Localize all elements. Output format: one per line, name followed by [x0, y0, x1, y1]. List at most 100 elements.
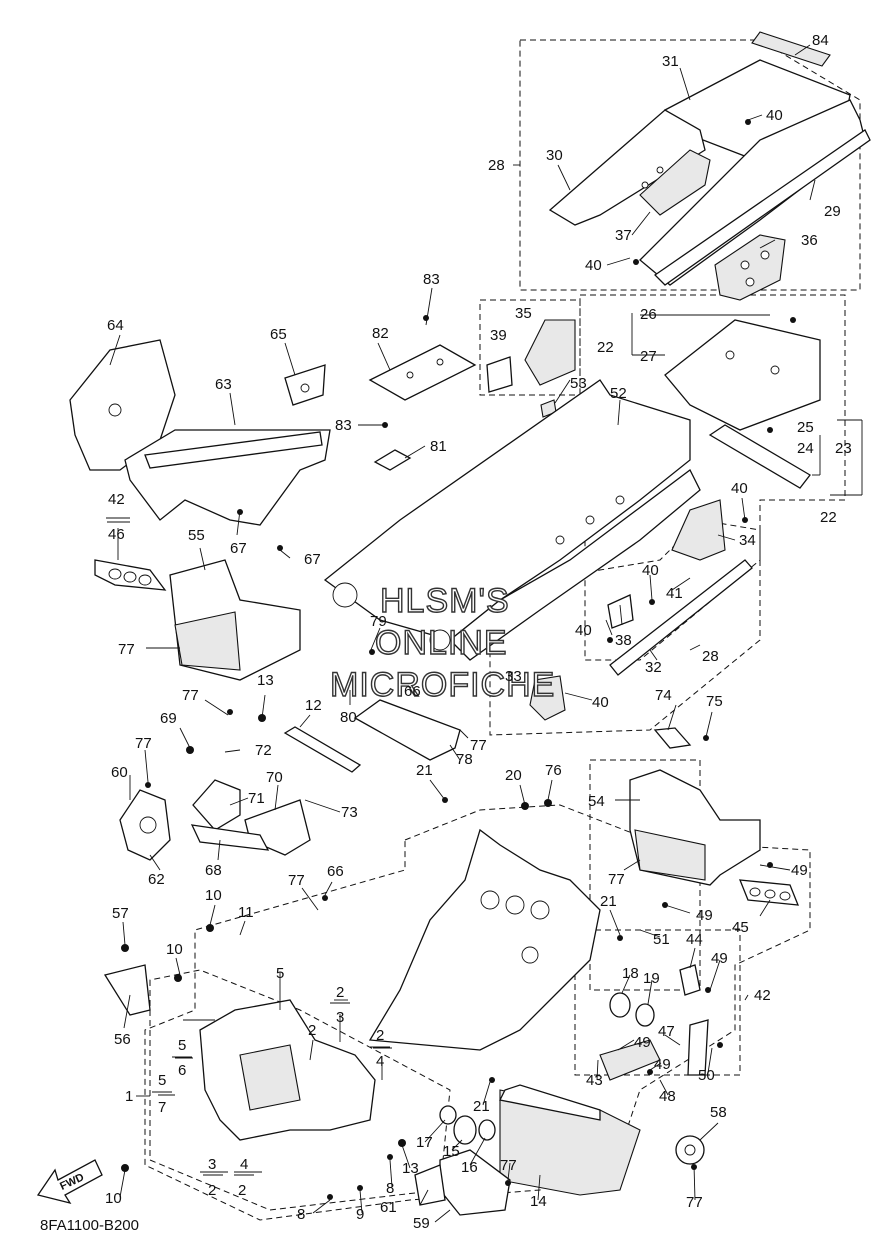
callout-70: 70 [266, 769, 283, 786]
callout-13: 13 [402, 1160, 419, 1177]
part-47-plate [599, 1039, 661, 1081]
callout-13: 13 [257, 672, 274, 689]
callout-8: 8 [386, 1180, 394, 1197]
part-39-plate [486, 356, 513, 393]
callout-62: 62 [148, 871, 165, 888]
callout-58: 58 [710, 1104, 727, 1121]
callout-42: 42 [108, 491, 125, 508]
callout-11: 11 [238, 904, 254, 921]
callout-1: 1 [125, 1088, 133, 1105]
callout-57: 57 [112, 905, 129, 922]
callout-21: 21 [416, 762, 433, 779]
callout-49: 49 [791, 862, 808, 879]
callout-40: 40 [592, 694, 609, 711]
callout-31: 31 [662, 53, 679, 70]
part-32-rail [609, 559, 753, 676]
callout-82: 82 [372, 325, 389, 342]
callout-53: 53 [570, 375, 587, 392]
callout-2: 2 [336, 984, 344, 1001]
callout-18: 18 [622, 965, 639, 982]
part-71-bracket [192, 779, 241, 831]
callout-23: 23 [835, 440, 852, 457]
fwd-arrow: FWD [36, 1159, 103, 1205]
callout-67: 67 [230, 540, 247, 557]
callout-2: 2 [308, 1022, 316, 1039]
watermark-line-3: MICROFICHE [330, 666, 555, 704]
callout-54: 54 [588, 793, 605, 810]
callout-5: 5 [178, 1037, 186, 1054]
part-30-rail [548, 109, 706, 226]
callout-35: 35 [515, 305, 532, 322]
part-17-ring [439, 1105, 457, 1125]
part-56-bracket [103, 964, 151, 1016]
callout-77: 77 [500, 1157, 517, 1174]
callout-49: 49 [696, 907, 713, 924]
part-78-plate [353, 699, 461, 761]
callout-4: 4 [376, 1053, 384, 1070]
part-34-bracket [671, 499, 726, 561]
part-15-tube [453, 1115, 477, 1145]
callout-9: 9 [356, 1206, 364, 1223]
callout-80: 80 [340, 709, 357, 726]
watermark: HLSM'S ONLINE MICROFICHE [329, 581, 555, 704]
callout-55: 55 [188, 527, 205, 544]
callout-3: 3 [336, 1009, 344, 1026]
part-19-bearing [635, 1003, 655, 1027]
callout-77: 77 [135, 735, 152, 752]
callout-64: 64 [107, 317, 124, 334]
callout-10: 10 [166, 941, 183, 958]
callout-44: 44 [686, 931, 703, 948]
callout-49: 49 [634, 1034, 651, 1051]
callout-29: 29 [824, 203, 841, 220]
callout-77: 77 [470, 737, 487, 754]
callout-32: 32 [645, 659, 662, 676]
part-18-bearing [609, 992, 631, 1018]
callout-71: 71 [248, 790, 265, 807]
part-37-bracket [639, 149, 711, 216]
callout-7: 7 [158, 1099, 166, 1116]
callout-52: 52 [610, 385, 627, 402]
callout-19: 19 [643, 970, 660, 987]
callout-39: 39 [490, 327, 507, 344]
watermark-line-1: HLSM'S [380, 582, 510, 620]
callout-20: 20 [505, 767, 522, 784]
callout-12: 12 [305, 697, 322, 714]
callout-72: 72 [255, 742, 272, 759]
callout-5: 5 [276, 965, 284, 982]
callout-49: 49 [654, 1056, 671, 1073]
part-29-rail [639, 99, 866, 286]
callout-24: 24 [797, 440, 814, 457]
part-48-bracket [687, 1019, 709, 1076]
part-82-plate [368, 344, 477, 401]
callout-67: 67 [304, 551, 321, 568]
callout-28: 28 [488, 157, 505, 174]
callout-40: 40 [642, 562, 659, 579]
part-61-plate [414, 1164, 446, 1206]
callout-15: 15 [443, 1143, 460, 1160]
callout-63: 63 [215, 376, 232, 393]
callout-28: 28 [702, 648, 719, 665]
callout-75: 75 [706, 693, 723, 710]
callout-42: 42 [754, 987, 771, 1004]
callout-40: 40 [766, 107, 783, 124]
callout-34: 34 [739, 532, 756, 549]
callout-77: 77 [182, 687, 199, 704]
parts [69, 31, 871, 1216]
callout-40: 40 [731, 480, 748, 497]
callout-41: 41 [666, 585, 683, 602]
callout-77: 77 [118, 641, 135, 658]
callout-36: 36 [801, 232, 818, 249]
callout-78: 78 [456, 751, 473, 768]
callout-30: 30 [546, 147, 563, 164]
part-12-rod [283, 726, 362, 773]
callout-6: 6 [178, 1062, 186, 1079]
callout-76: 76 [545, 762, 562, 779]
callout-77: 77 [288, 872, 305, 889]
callout-59: 59 [413, 1215, 430, 1232]
part-lower-frame [368, 828, 601, 1051]
fasteners [121, 119, 796, 1200]
callout-56: 56 [114, 1031, 131, 1048]
callout-51: 51 [653, 931, 670, 948]
callout-4: 4 [240, 1156, 248, 1173]
